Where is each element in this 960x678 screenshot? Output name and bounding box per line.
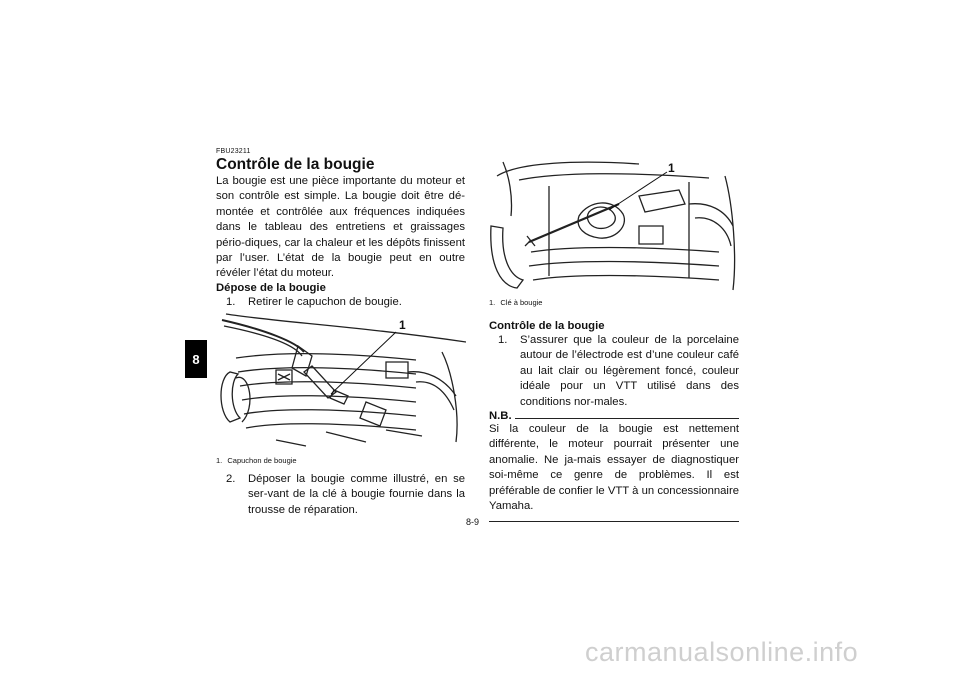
caption-number: 1. [216,456,223,465]
note-box: N.B. Si la couleur de la bougie est nett… [489,410,739,523]
intro-paragraph: La bougie est une pièce importante du mo… [216,175,465,280]
note-rule-top [514,418,739,419]
caption-number: 1. [489,298,496,307]
illustration-spark-plug-cap [216,312,466,450]
caption-text: Capuchon de bougie [227,456,297,465]
chapter-tab-label: 8 [192,351,200,367]
step-number: 2. [226,473,236,485]
page-number: 8-9 [466,517,480,527]
engine-drawing-wrench [490,161,736,291]
note-header: N.B. [489,410,739,422]
section-heading-removal: Dépose de la bougie [216,282,326,294]
section-code: FBU23211 [216,148,251,155]
section-heading-inspection: Contrôle de la bougie [489,320,605,332]
step-number: 1. [498,334,508,346]
watermark: carmanualsonline.info [585,637,859,667]
callout-number: 1 [399,318,406,332]
removal-step-2: 2. Déposer la bougie comme illustré, en … [226,472,465,518]
chapter-tab: 8 [185,340,207,378]
callout-number: 1 [668,161,675,175]
note-rule-bottom [489,521,739,523]
figure-caption: 1. Capuchon de bougie [216,456,297,465]
inspection-step-1: 1. S’assurer que la couleur de la porcel… [498,333,739,410]
note-label: N.B. [489,410,512,422]
caption-text: Clé à bougie [500,298,543,307]
step-text: Déposer la bougie comme illustré, en se … [248,473,465,516]
page-title: Contrôle de la bougie [216,156,375,173]
illustration-spark-plug-wrench [489,156,739,292]
note-text: Si la couleur de la bougie est nettement… [489,423,739,513]
engine-drawing [220,313,466,447]
figure-caption: 1. Clé à bougie [489,298,542,307]
step-number: 1. [226,296,236,308]
step-text: S’assurer que la couleur de la porcelain… [520,334,739,408]
removal-step-1: 1. Retirer le capuchon de bougie. [226,295,465,310]
step-text: Retirer le capuchon de bougie. [248,296,402,308]
